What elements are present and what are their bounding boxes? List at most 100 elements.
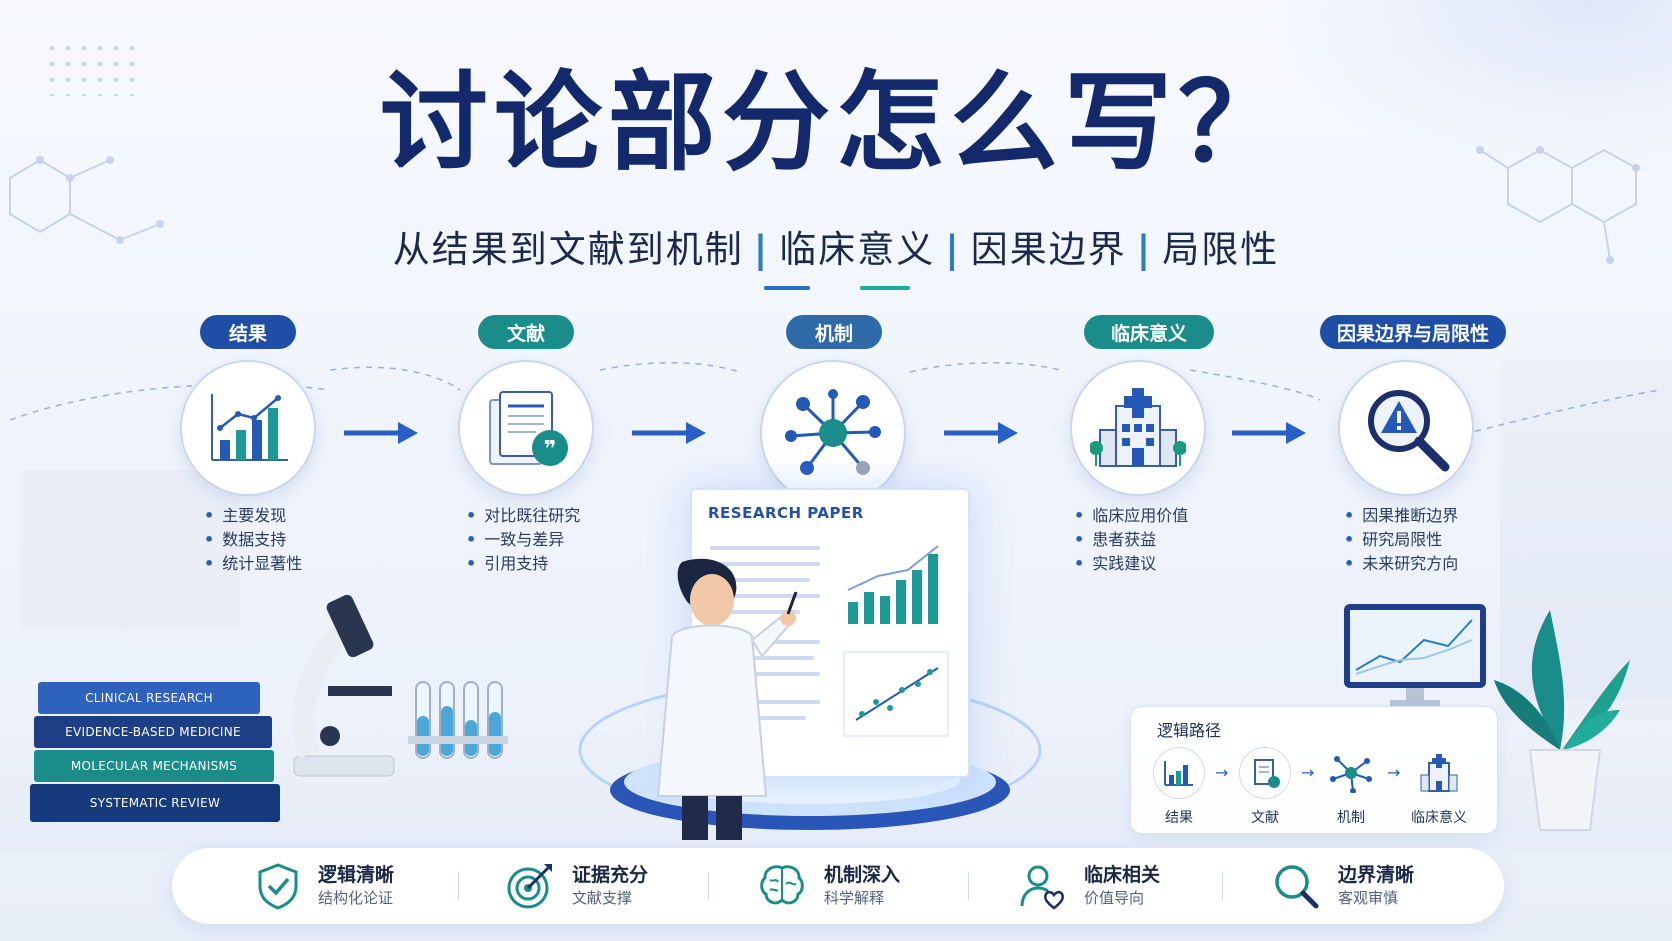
step-circle-clinical <box>1070 360 1206 496</box>
plant-icon <box>1494 610 1630 831</box>
bar-chart-icon <box>1164 761 1193 786</box>
test-tubes-icon <box>408 681 508 759</box>
logic-label: 机制 <box>1337 810 1365 826</box>
list-item: 患者获益 <box>1074 528 1188 552</box>
step-circle-results <box>180 360 316 496</box>
document-quote-icon: ❞ <box>489 391 568 466</box>
feature-divider <box>1222 872 1223 900</box>
target-icon <box>507 864 552 909</box>
svg-text:❞: ❞ <box>544 437 557 462</box>
feature-title: 临床相关 <box>1084 864 1161 886</box>
feature-subtitle: 科学解释 <box>824 889 885 907</box>
lab-shelf-background <box>1500 360 1672 720</box>
step-label-literature: 文献 <box>478 315 574 349</box>
feature-subtitle: 客观审慎 <box>1338 889 1399 907</box>
feature-subtitle: 价值导向 <box>1084 889 1145 907</box>
feature-evidence: 证据充分 文献支撑 <box>506 862 648 910</box>
flow-arrow-icon <box>1232 422 1306 444</box>
step-label-mechanism: 机制 <box>786 315 882 349</box>
step-label-boundary: 因果边界与局限性 <box>1320 315 1506 349</box>
list-item: 一致与差异 <box>466 528 580 552</box>
brain-icon <box>760 865 804 905</box>
book-molecular-mechanisms: MOLECULAR MECHANISMS <box>34 750 274 782</box>
list-item: 引用支持 <box>466 552 580 576</box>
subtitle-separator: | <box>1136 228 1153 271</box>
logic-arrow-icon: → <box>1387 763 1401 782</box>
step-bullets-clinical: 临床应用价值 患者获益 实践建议 <box>1074 504 1188 576</box>
subtitle-part: 从结果到文献到机制 <box>392 228 744 271</box>
book-evidence-based-medicine: EVIDENCE-BASED MEDICINE <box>34 716 272 748</box>
logic-path-panel: 逻辑路径 → → → 结果 文献 机制 临床意义 <box>1130 706 1498 834</box>
paper-title: RESEARCH PAPER <box>708 504 864 522</box>
logic-label: 临床意义 <box>1411 810 1467 826</box>
document-quote-icon <box>1254 759 1280 788</box>
list-item: 临床应用价值 <box>1074 504 1188 528</box>
paper-text-line <box>710 594 820 598</box>
step-circle-mechanism <box>760 360 906 506</box>
paper-text-line <box>710 578 810 582</box>
logic-step-clinical <box>1411 747 1467 799</box>
paper-text-line <box>710 656 814 660</box>
step-bullets-results: 主要发现 数据支持 统计显著性 <box>204 504 302 576</box>
subtitle-separator: | <box>753 228 770 271</box>
list-item: 实践建议 <box>1074 552 1188 576</box>
list-item: 研究局限性 <box>1344 528 1458 552</box>
magnifier-warning-icon <box>1368 390 1450 472</box>
feature-bar: 逻辑清晰 结构化论证 证据充分 文献支撑 机制深入 科学解释 <box>172 848 1504 924</box>
feature-title: 证据充分 <box>572 864 649 886</box>
logic-path-title: 逻辑路径 <box>1157 721 1222 740</box>
logic-arrow-icon: → <box>1215 763 1229 782</box>
list-item: 统计显著性 <box>204 552 302 576</box>
list-item: 因果推断边界 <box>1344 504 1458 528</box>
molecule-decoration-right-icon <box>1476 146 1640 264</box>
bar-chart-icon <box>211 394 288 461</box>
feature-clinical: 临床相关 价值导向 <box>1018 862 1160 910</box>
microscope-icon <box>292 594 395 777</box>
logic-arrow-icon: → <box>1301 763 1315 782</box>
scientist-figure <box>656 558 798 840</box>
page-title: 讨论部分怎么写？ <box>379 61 1292 186</box>
feature-logic-clear: 逻辑清晰 结构化论证 <box>256 862 394 910</box>
logic-step-mechanism <box>1325 747 1377 799</box>
dot-grid-decoration <box>44 40 140 96</box>
shield-check-icon <box>258 863 298 910</box>
hospital-icon <box>1090 388 1186 467</box>
molecule-network-icon <box>1330 756 1372 793</box>
person-heart-icon <box>1020 865 1064 910</box>
feature-title: 逻辑清晰 <box>318 864 395 886</box>
step-circle-boundary <box>1338 360 1474 496</box>
subtitle-part: 局限性 <box>1162 228 1280 271</box>
step-label-clinical: 临床意义 <box>1084 315 1214 349</box>
subtitle-separator: | <box>945 228 961 271</box>
list-item: 主要发现 <box>204 504 302 528</box>
logic-label: 文献 <box>1251 810 1279 826</box>
title-underline-blue <box>764 286 810 290</box>
flow-arrow-icon <box>944 422 1018 444</box>
list-item: 对比既往研究 <box>466 504 580 528</box>
feature-boundary: 边界清晰 客观审慎 <box>1272 862 1414 910</box>
subtitle-part: 临床意义 <box>779 228 936 271</box>
step-label-results: 结果 <box>200 315 296 349</box>
list-item: 未来研究方向 <box>1344 552 1458 576</box>
feature-divider <box>968 872 969 900</box>
step-circle-literature: ❞ <box>458 360 594 496</box>
step-bullets-boundary: 因果推断边界 研究局限性 未来研究方向 <box>1344 504 1458 576</box>
feature-subtitle: 结构化论证 <box>318 889 394 907</box>
book-clinical-research: CLINICAL RESEARCH <box>38 682 260 714</box>
subtitle-part: 因果边界 <box>970 228 1127 271</box>
feature-mechanism: 机制深入 科学解释 <box>758 862 900 910</box>
feature-divider <box>458 872 459 900</box>
flow-arrow-icon <box>344 422 418 444</box>
logic-step-literature <box>1239 747 1291 799</box>
feature-subtitle: 文献支撑 <box>572 889 633 907</box>
paper-text-line <box>710 700 820 704</box>
paper-text-line <box>710 672 820 676</box>
dashed-flow-line <box>9 361 1661 441</box>
step-bullets-literature: 对比既往研究 一致与差异 引用支持 <box>466 504 580 576</box>
molecule-decoration-left-icon <box>9 156 164 244</box>
logic-step-results <box>1153 747 1205 799</box>
molecule-network-icon <box>785 389 881 475</box>
book-systematic-review: SYSTEMATIC REVIEW <box>30 784 280 822</box>
paper-text-line <box>710 562 820 566</box>
hospital-icon <box>1420 754 1458 792</box>
